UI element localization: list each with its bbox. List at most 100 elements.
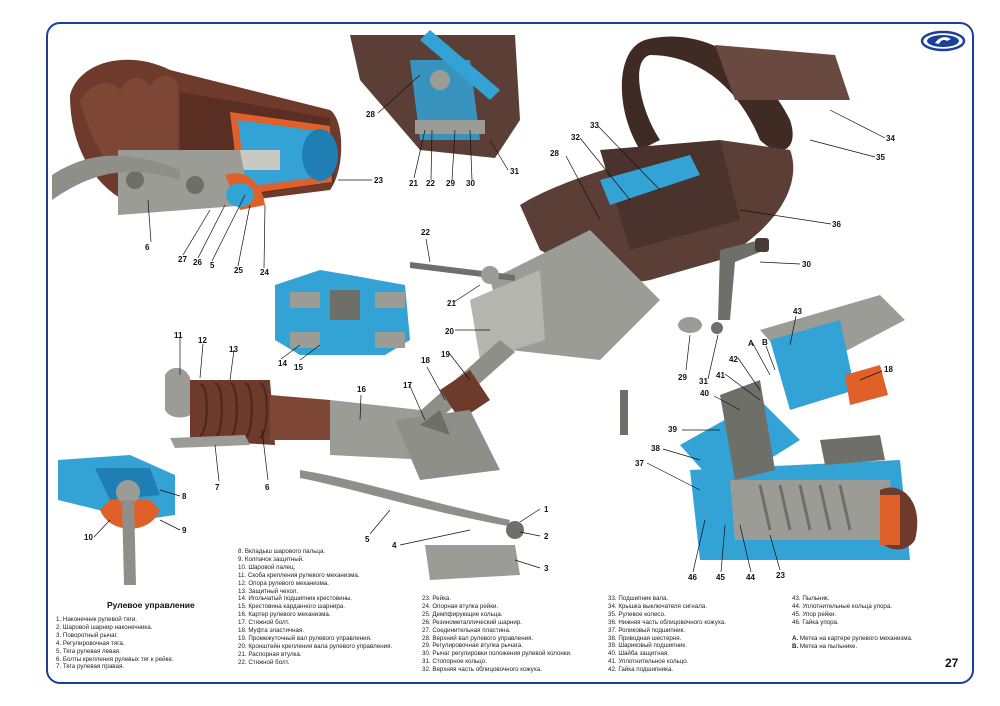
callout-12: 12 bbox=[198, 336, 207, 345]
callout-29: 29 bbox=[678, 373, 687, 382]
legend-item: 42. Гайка подшипника. bbox=[608, 666, 674, 674]
legend-item: 28. Верхний вал рулевого управления. bbox=[422, 634, 534, 642]
legend-item: 3. Поворотный рычаг. bbox=[56, 631, 118, 639]
page-number: 27 bbox=[945, 656, 959, 670]
legend-item: 43. Пыльник. bbox=[792, 595, 830, 602]
callout-34: 34 bbox=[886, 134, 895, 143]
callout-22: 22 bbox=[421, 228, 430, 237]
callout-27: 27 bbox=[178, 255, 187, 264]
legend-item: 1. Наконечник рулевой тяги. bbox=[56, 616, 138, 623]
callout-mark-a: А bbox=[748, 339, 754, 348]
callout-9: 9 bbox=[182, 526, 187, 535]
legend-item: 46. Гайка упора. bbox=[792, 618, 839, 626]
callout-45: 45 bbox=[716, 573, 725, 582]
legend-note-mark-b: В. Метка на пыльнике. bbox=[792, 642, 858, 650]
callout-36: 36 bbox=[832, 220, 841, 229]
legend-column-5: 43. Пыльник. 44. Уплотнительные кольца у… bbox=[792, 595, 913, 650]
legend-item: 22. Стяжной болт. bbox=[238, 658, 290, 666]
legend-item: 27. Соединительная пластина. bbox=[422, 626, 511, 634]
legend-item: 9. Колпачок защитный. bbox=[238, 555, 304, 563]
legend-item: 34. Крышка выключателя сигнала. bbox=[608, 602, 708, 610]
legend-item: 45. Упор рейки. bbox=[792, 610, 837, 618]
legend-item: 30. Рычаг регулировки положения рулевой … bbox=[422, 650, 572, 658]
callout-31: 31 bbox=[699, 377, 708, 386]
legend-item: 32. Верхняя часть облицовочного кожуха. bbox=[422, 666, 542, 674]
legend-item: 29. Регулировочная втулка рычага. bbox=[422, 642, 523, 650]
callout-17: 17 bbox=[403, 381, 412, 390]
legend-column-2: 8. Вкладыш шарового пальца. 9. Колпачок … bbox=[238, 548, 392, 667]
legend-column-3: 23. Рейка. 24. Опорная втулка рейки. 25.… bbox=[422, 595, 572, 674]
callout-11: 11 bbox=[174, 331, 183, 340]
callout-14: 14 bbox=[278, 359, 287, 368]
legend-item: 19. Промежуточный вал рулевого управлени… bbox=[238, 634, 372, 642]
callout-31-top: 31 bbox=[510, 167, 519, 176]
legend-item: 5. Тяга рулевая левая. bbox=[56, 647, 121, 655]
callout-43: 43 bbox=[793, 307, 802, 316]
legend-item: 15. Крестовина карданного шарнира. bbox=[238, 603, 345, 611]
callout-46: 46 bbox=[688, 573, 697, 582]
callout-35: 35 bbox=[876, 153, 885, 162]
column-clamp-illustration bbox=[350, 30, 520, 158]
callout-29-top: 29 bbox=[446, 179, 455, 188]
callout-39: 39 bbox=[668, 425, 677, 434]
legend-spacer bbox=[792, 627, 913, 635]
callout-26: 26 bbox=[193, 258, 202, 267]
callout-18: 18 bbox=[421, 356, 430, 365]
callout-5: 5 bbox=[210, 261, 215, 270]
legend-item: 8. Вкладыш шарового пальца. bbox=[238, 548, 326, 555]
callout-13: 13 bbox=[229, 345, 238, 354]
callout-41: 41 bbox=[716, 371, 725, 380]
callout-6: 6 bbox=[145, 243, 150, 252]
callout-8: 8 bbox=[182, 492, 187, 501]
callout-42: 42 bbox=[729, 355, 738, 364]
legend-item: 2. Шаровой шарнир наконечника. bbox=[56, 623, 153, 631]
legend-item: 23. Рейка. bbox=[422, 595, 452, 602]
legend-item: 21. Распорная втулка. bbox=[238, 650, 302, 658]
legend-item: 39. Шариковый подшипник. bbox=[608, 642, 687, 650]
callout-21-top: 21 bbox=[409, 179, 418, 188]
callout-37: 37 bbox=[635, 459, 644, 468]
legend-item: 41. Уплотнительное кольцо. bbox=[608, 658, 689, 666]
legend-column-1: 1. Наконечник рулевой тяги. 2. Шаровой ш… bbox=[56, 616, 174, 671]
legend-item: 36. Нижняя часть облицовочного кожуха. bbox=[608, 618, 726, 626]
legend-item: 6. Болты крепления рулевых тяг к рейке. bbox=[56, 655, 174, 663]
legend-item: 38. Приводная шестерня. bbox=[608, 634, 682, 642]
legend-item: 11. Скоба крепления рулевого механизма. bbox=[238, 571, 360, 579]
legend-item: 10. Шаровой палец. bbox=[238, 563, 296, 571]
callout-44: 44 bbox=[746, 573, 755, 582]
callout-7: 7 bbox=[215, 483, 220, 492]
callout-labels: 23 6 27 26 5 25 24 28 21 22 29 30 31 22 … bbox=[84, 110, 895, 582]
callout-30: 30 bbox=[802, 260, 811, 269]
callout-10: 10 bbox=[84, 533, 93, 542]
legend-item: 26. Резинометаллический шарнир. bbox=[422, 618, 522, 626]
callout-30-top: 30 bbox=[466, 179, 475, 188]
callout-19: 19 bbox=[441, 350, 450, 359]
callout-28: 28 bbox=[550, 149, 559, 158]
legend-item: 4. Регулировочная тяга. bbox=[56, 639, 125, 647]
legend-item: 35. Рулевое колесо. bbox=[608, 610, 666, 618]
callout-24: 24 bbox=[260, 268, 269, 277]
legend-item: 14. Игольчатый подшипник крестовины. bbox=[238, 595, 353, 603]
callout-2: 2 bbox=[544, 532, 549, 541]
callout-1: 1 bbox=[544, 505, 549, 514]
rack-assembly-illustration bbox=[165, 367, 524, 580]
callout-22-top: 22 bbox=[426, 179, 435, 188]
legend-item: 12. Опора рулевого механизма. bbox=[238, 579, 329, 587]
legend-item: 37. Роликовый подшипник. bbox=[608, 626, 686, 634]
callout-20: 20 bbox=[445, 327, 454, 336]
callout-38: 38 bbox=[651, 444, 660, 453]
callout-33: 33 bbox=[590, 121, 599, 130]
legend-item: 31. Стопорное кольцо. bbox=[422, 658, 487, 666]
pinion-section-illustration bbox=[680, 295, 918, 560]
legend-item: 24. Опорная втулка рейки. bbox=[422, 602, 499, 610]
callout-23-right: 23 bbox=[776, 571, 785, 580]
legend-note-mark-a: А. Метка на картере рулевого механизма. bbox=[792, 634, 913, 642]
callout-28-top: 28 bbox=[366, 110, 375, 119]
rack-end-section-illustration bbox=[52, 59, 342, 215]
callout-21: 21 bbox=[447, 299, 456, 308]
callout-40: 40 bbox=[700, 389, 709, 398]
legend-item: 44. Уплотнительные кольца упора. bbox=[792, 602, 892, 610]
callout-6-lower: 6 bbox=[265, 483, 270, 492]
legend-item: 7. Тяга рулевая правая. bbox=[56, 663, 125, 671]
